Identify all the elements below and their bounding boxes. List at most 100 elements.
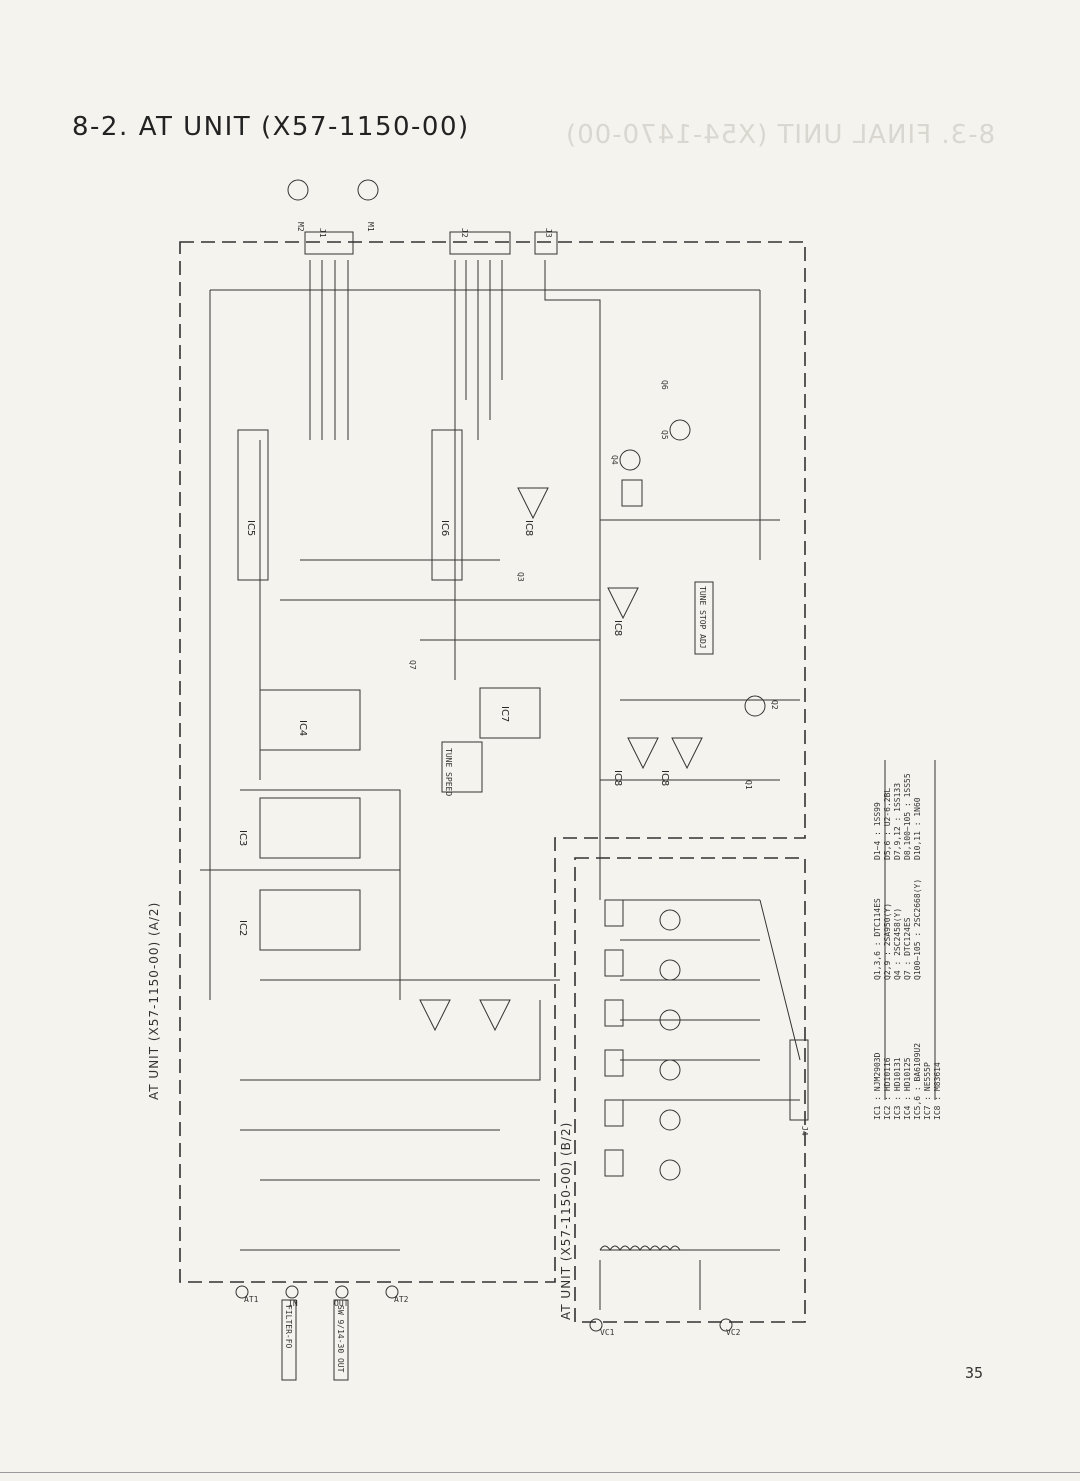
ic4-label: IC4 bbox=[297, 720, 308, 736]
vc1-terminal bbox=[589, 1318, 603, 1332]
rl103-relay bbox=[604, 999, 624, 1027]
j1-connector bbox=[304, 231, 354, 255]
filter-fo-label: FILTER-FO bbox=[284, 1305, 293, 1349]
q2-transistor bbox=[744, 695, 766, 717]
parts-d7912: D7,9,12 : 1SS133 bbox=[893, 783, 902, 860]
ic8a-label: IC8 bbox=[523, 520, 534, 536]
q100-transistor bbox=[659, 1159, 681, 1181]
ic2-body bbox=[259, 889, 361, 951]
q4-transistor bbox=[619, 449, 641, 471]
q3-label: Q3 bbox=[516, 572, 525, 582]
ic2-label: IC2 bbox=[237, 920, 248, 936]
ic1b-opamp bbox=[419, 999, 451, 1032]
ic8d-opamp bbox=[627, 737, 659, 770]
q2-label: Q2 bbox=[770, 700, 779, 710]
in-label: IN bbox=[288, 1299, 298, 1308]
page-number: 35 bbox=[965, 1364, 984, 1382]
parts-ic56: IC5,6 : BA6109U2 bbox=[913, 1043, 922, 1120]
sw-out-label: SW 9/14-30 OUT bbox=[336, 1305, 345, 1373]
q105-transistor bbox=[659, 909, 681, 931]
parts-d56: D5,6 : U2-6.2BL bbox=[883, 788, 892, 860]
rl102-relay bbox=[604, 1049, 624, 1077]
vc1-label: VC1 bbox=[600, 1328, 615, 1337]
ic8b-label: IC8 bbox=[612, 620, 623, 636]
parts-ic7: IC7 : NE555P bbox=[923, 1062, 932, 1120]
m1-motor bbox=[357, 179, 379, 201]
t102-coil bbox=[599, 1245, 681, 1251]
ic8a-opamp bbox=[517, 487, 549, 520]
unit-a-boundary bbox=[179, 241, 806, 1283]
parts-ic2: IC2 : HD10116 bbox=[883, 1057, 892, 1120]
parts-d1011: D10,11 : 1N60 bbox=[913, 797, 922, 860]
m2-label: M2 bbox=[296, 222, 305, 232]
j2-connector bbox=[449, 231, 511, 255]
ic7-body bbox=[479, 687, 541, 739]
m2-motor bbox=[287, 179, 309, 201]
j3-label: J3 bbox=[544, 228, 553, 238]
j1-label: J1 bbox=[318, 228, 327, 238]
q103-transistor bbox=[659, 1009, 681, 1031]
parts-q100: Q100~105 : 2SC2668(Y) bbox=[913, 879, 922, 980]
at1-terminal bbox=[235, 1285, 249, 1299]
tune-stop-adj-label: TUNE STOP ADJ bbox=[698, 586, 707, 649]
ic8d-label: IC8 bbox=[612, 770, 623, 786]
parts-q29: Q2,9 : 2SA950(Y) bbox=[883, 903, 892, 980]
sw-out-box bbox=[333, 1299, 349, 1381]
q1-label: Q1 bbox=[744, 780, 753, 790]
q102-transistor bbox=[659, 1059, 681, 1081]
q6-label: Q6 bbox=[660, 380, 669, 390]
parts-ic8: IC8 : M83614 bbox=[933, 1062, 942, 1120]
out-label: OUT bbox=[334, 1299, 349, 1308]
parts-ic4: IC4 : HD10125 bbox=[903, 1057, 912, 1120]
parts-ic3: IC3 : HD10131 bbox=[893, 1057, 902, 1120]
rl104-relay bbox=[604, 949, 624, 977]
ic5-body bbox=[237, 429, 269, 581]
parts-d14: D1~4 : 1SS99 bbox=[873, 802, 882, 860]
parts-q4: Q4 : 2SC2458(Y) bbox=[893, 908, 902, 980]
parts-q136: Q1,3,6 : DTC114ES bbox=[873, 898, 882, 980]
j2-label: J2 bbox=[460, 228, 469, 238]
tune-speed-label: TUNE SPEED bbox=[444, 748, 453, 796]
m1-label: M1 bbox=[366, 222, 375, 232]
at2-label: AT2 bbox=[394, 1295, 409, 1304]
at2-terminal bbox=[385, 1285, 399, 1299]
rl105-relay bbox=[604, 899, 624, 927]
j3-connector bbox=[534, 231, 558, 255]
parts-ic1: IC1 : NJM2903D bbox=[873, 1052, 882, 1120]
tune-stop-adj-box bbox=[694, 581, 714, 655]
ic5-label: IC5 bbox=[245, 520, 256, 536]
heading-number: 8-2. bbox=[72, 112, 129, 142]
ic6-body bbox=[431, 429, 463, 581]
parts-d8: D8,100~105 : 1SS55 bbox=[903, 773, 912, 860]
ic3-body bbox=[259, 797, 361, 859]
heading-title: AT UNIT (X57-1150-00) bbox=[138, 112, 470, 142]
j4-label: J4 bbox=[800, 1126, 809, 1136]
ic1a-opamp bbox=[479, 999, 511, 1032]
ic3-label: IC3 bbox=[237, 830, 248, 846]
j4-connector bbox=[789, 1039, 809, 1121]
rl1-relay bbox=[621, 479, 643, 507]
unit-b-boundary bbox=[574, 857, 806, 1323]
q5-transistor bbox=[669, 419, 691, 441]
ic7-label: IC7 bbox=[499, 706, 510, 722]
q104-transistor bbox=[659, 959, 681, 981]
q101-transistor bbox=[659, 1109, 681, 1131]
out-terminal bbox=[335, 1285, 349, 1299]
vc2-label: VC2 bbox=[726, 1328, 741, 1337]
q7-label: Q7 bbox=[408, 660, 417, 670]
section-label-b: AT UNIT (X57-1150-00) (B/2) bbox=[559, 1122, 573, 1320]
ic4-body bbox=[259, 689, 361, 751]
ic8b-opamp bbox=[607, 587, 639, 620]
page-heading: 8-2. AT UNIT (X57-1150-00) bbox=[72, 112, 470, 142]
bottom-rule bbox=[0, 1472, 1080, 1473]
vc2-terminal bbox=[719, 1318, 733, 1332]
filter-fo-box bbox=[281, 1299, 297, 1381]
section-label-a: AT UNIT (X57-1150-00) (A/2) bbox=[147, 902, 161, 1100]
rl100-relay bbox=[604, 1149, 624, 1177]
ic8c-opamp bbox=[671, 737, 703, 770]
tune-speed-box bbox=[441, 741, 483, 793]
in-terminal bbox=[285, 1285, 299, 1299]
ic6-label: IC6 bbox=[439, 520, 450, 536]
at1-label: AT1 bbox=[244, 1295, 259, 1304]
